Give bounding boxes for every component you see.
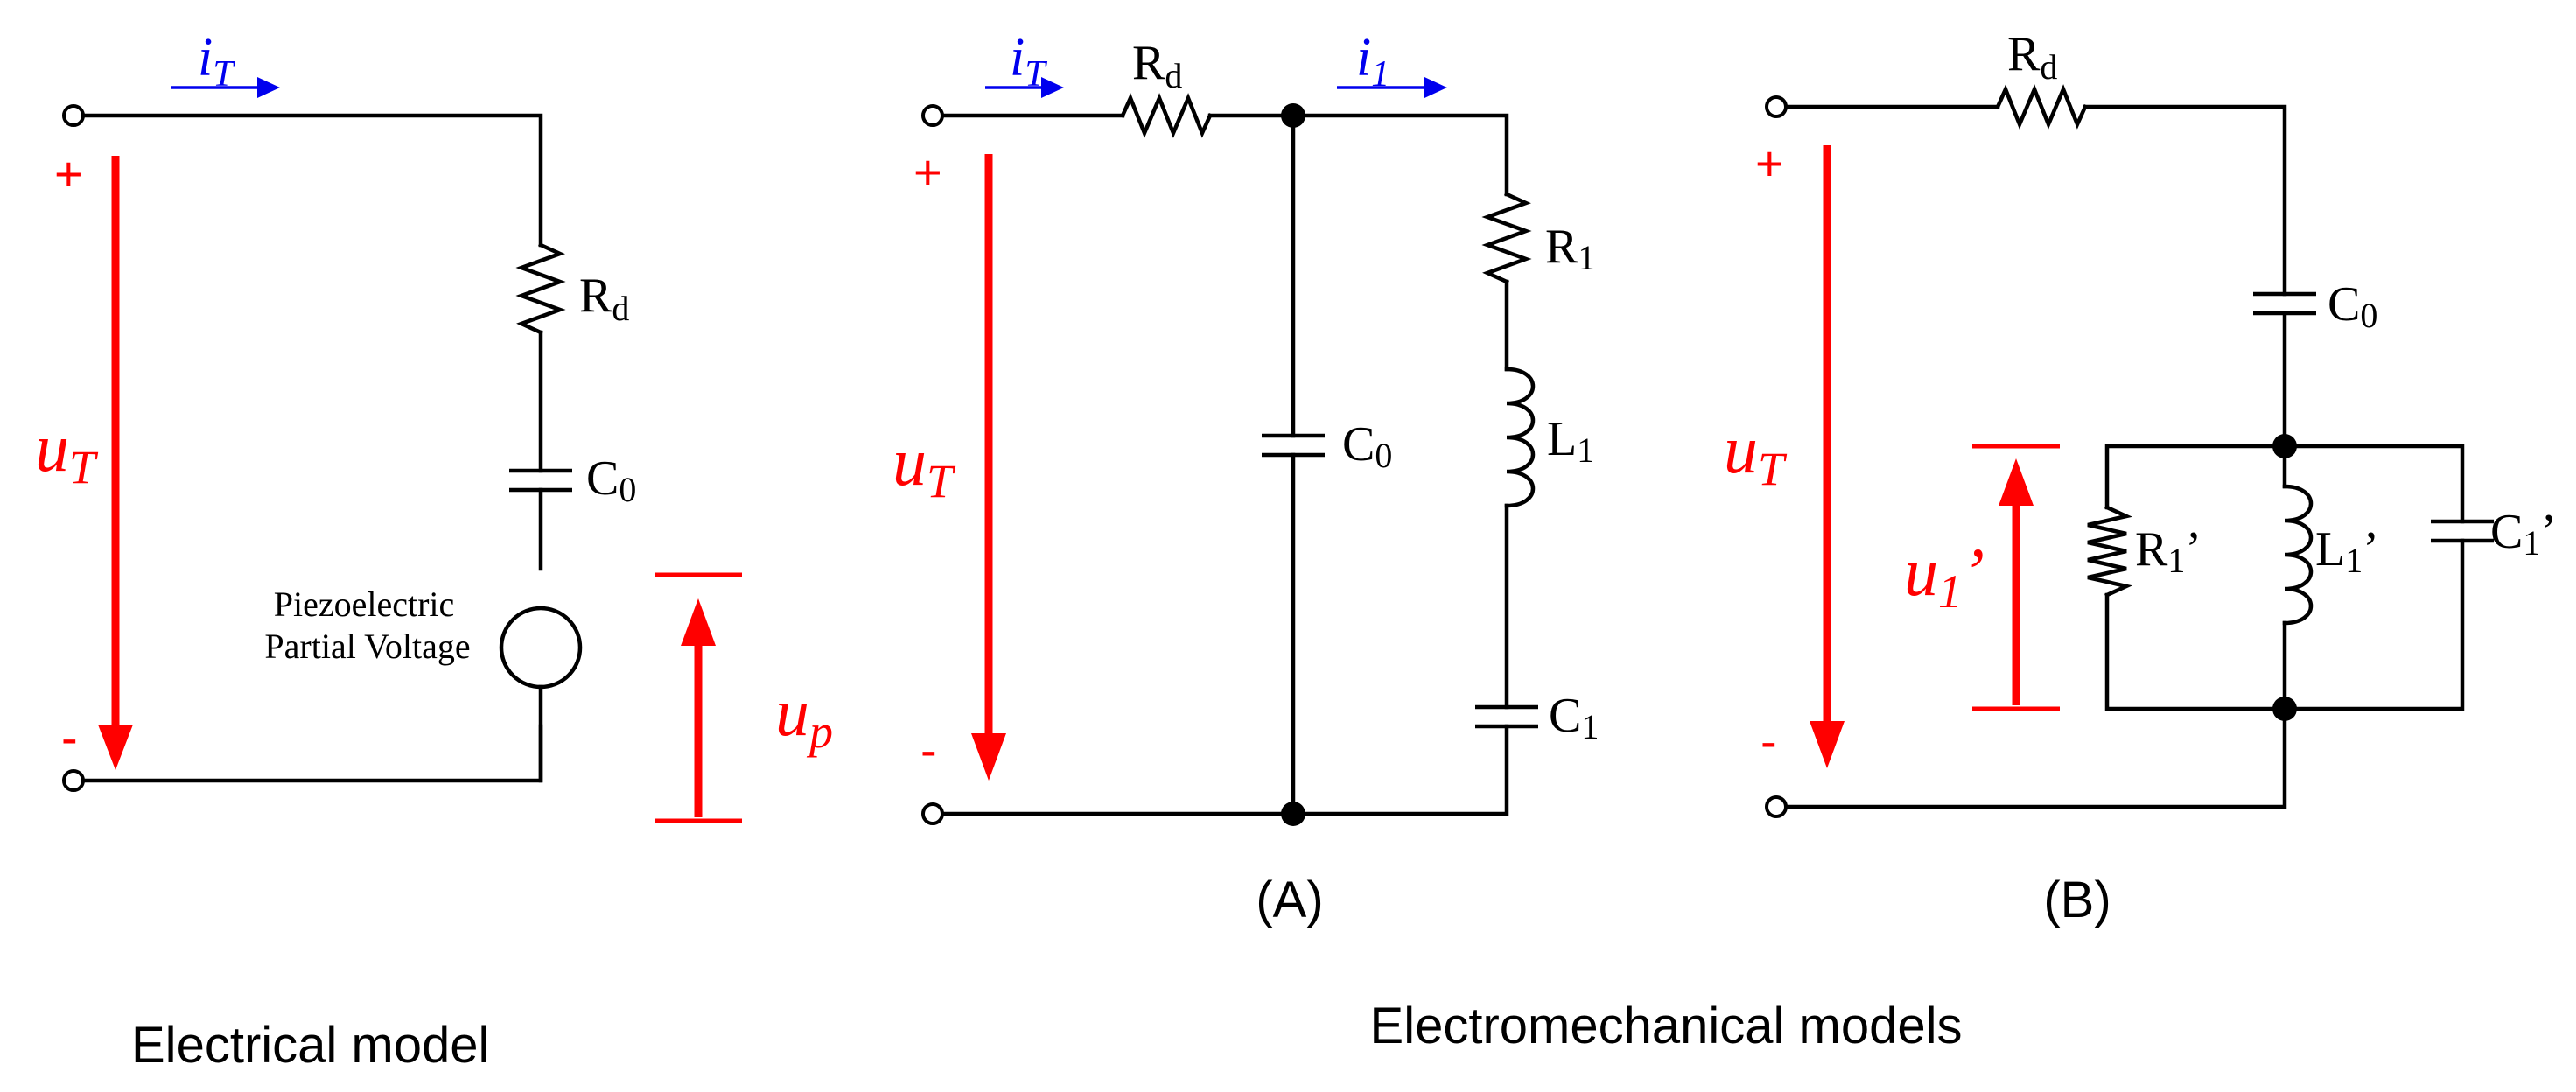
voltage-label-up: up: [775, 674, 833, 758]
caption-model-a: (A): [1256, 872, 1323, 928]
model-a-rd-symbol: [1120, 93, 1213, 138]
model-a-r1-symbol: [1481, 192, 1532, 284]
model-a-current-label-i1: i1: [1356, 28, 1390, 94]
model-b-label-l1p: L1’: [2315, 522, 2379, 580]
model-a-label-r1: R1: [1545, 220, 1595, 277]
model-b-wires: [1779, 104, 2465, 809]
electromechanical-model-b: + - uT u1’ Rd C0 R1’ L1’ C1’ (B): [1724, 27, 2557, 928]
resistor-label-rd: Rd: [579, 269, 629, 328]
model-a-voltage-label-ut: uT: [892, 424, 956, 508]
model-a-l1-symbol: [1504, 367, 1536, 508]
model-a-label-l1: L1: [1547, 412, 1594, 470]
minus-sign: -: [61, 710, 78, 765]
voltage-label-ut: uT: [35, 410, 99, 494]
electrical-model-wires: [76, 113, 543, 783]
model-b-node-top: [2272, 434, 2297, 458]
model-b-voltage-label-ut: uT: [1724, 411, 1788, 495]
model-b-l1p-symbol: [2282, 484, 2314, 626]
model-a-voltage-arrowhead-ut: [971, 733, 1006, 780]
model-a-minus-sign: -: [920, 722, 937, 777]
model-a-c1-symbol: [1475, 704, 1538, 729]
model-b-plus-sign: +: [1755, 136, 1784, 191]
capacitor-c0-symbol: [509, 468, 572, 493]
voltage-arrowhead-up: [681, 598, 716, 646]
model-b-label-r1p: R1’: [2135, 522, 2202, 580]
model-a-node-top: [1281, 103, 1306, 128]
terminal-top-left: [62, 104, 85, 127]
current-label-it: iT: [198, 28, 235, 94]
model-b-voltage-arrowhead-u1p: [1998, 458, 2034, 506]
piezo-source-symbol: [499, 606, 583, 690]
model-a-node-bottom: [1281, 802, 1306, 826]
resistor-rd-symbol: [515, 242, 566, 335]
caption-electrical-model: Electrical model: [131, 1017, 489, 1074]
model-a-terminal-bottom: [921, 802, 944, 825]
voltage-arrowhead-ut: [98, 724, 133, 770]
model-a-label-rd: Rd: [1132, 36, 1182, 95]
model-a-c0-symbol: [1262, 433, 1325, 458]
model-b-voltage-label-u1p: u1’: [1904, 534, 1984, 618]
model-a-current-label-it: iT: [1010, 28, 1047, 94]
model-b-label-c0: C0: [2328, 277, 2377, 335]
capacitor-label-c0: C0: [586, 452, 636, 509]
model-a-label-c0: C0: [1342, 417, 1392, 475]
model-a-current-arrowhead-i1: [1424, 77, 1447, 98]
model-b-c1p-symbol: [2431, 519, 2494, 543]
model-b-terminal-bottom: [1765, 795, 1788, 818]
model-b-rd-symbol: [1995, 84, 2088, 130]
model-a-current-arrowhead-it: [1041, 77, 1064, 98]
caption-model-b: (B): [2043, 872, 2110, 928]
model-a-plus-sign: +: [914, 144, 942, 200]
electromechanical-model-a: iT i1 + - uT Rd C0 R1 L1 C1 (A): [892, 28, 1599, 928]
electrical-model: iT + - uT Rd C0 Piezoelectric Partial Vo…: [35, 28, 833, 1074]
model-b-label-rd: Rd: [2007, 27, 2057, 87]
plus-sign: +: [54, 146, 83, 201]
source-label-line2: Partial Voltage: [264, 626, 470, 666]
model-b-node-bottom: [2272, 696, 2297, 721]
model-b-terminal-top: [1765, 95, 1788, 118]
model-a-wires: [935, 113, 1509, 816]
model-a-label-c1: C1: [1549, 689, 1599, 746]
model-a-terminal-top: [921, 104, 944, 127]
caption-electromechanical-models: Electromechanical models: [1370, 998, 1963, 1054]
model-b-c0-symbol: [2253, 291, 2316, 316]
model-b-minus-sign: -: [1760, 713, 1777, 768]
source-label-line1: Piezoelectric: [274, 584, 455, 624]
model-b-r1p-symbol: [2087, 505, 2133, 598]
model-b-voltage-arrowhead-ut: [1810, 721, 1844, 768]
model-b-label-c1p: C1’: [2490, 505, 2557, 563]
current-arrowhead: [257, 77, 280, 98]
terminal-bottom-left: [62, 769, 85, 792]
